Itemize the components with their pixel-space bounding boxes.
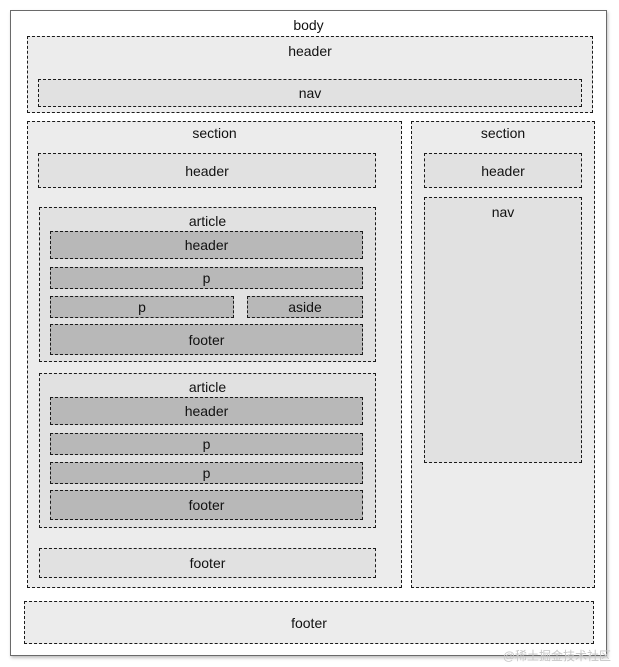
page-header-label: header: [288, 43, 332, 59]
main-section-header-box: header: [38, 153, 376, 188]
side-nav-box: nav: [424, 197, 582, 463]
article-1-footer-label: footer: [188, 331, 225, 348]
article-2-header-label: header: [184, 403, 229, 419]
article-1-p1-box: p: [50, 267, 363, 289]
article-2-p1-box: p: [50, 433, 363, 455]
article-1-p2-box: p: [50, 296, 234, 318]
article-1-header-box: header: [50, 231, 363, 259]
article-1-p2-label: p: [138, 299, 146, 315]
article-2-p2-label: p: [202, 465, 211, 481]
main-section-footer-label: footer: [189, 555, 226, 571]
watermark: @稀土掘金技术社区: [502, 649, 611, 663]
page-nav-label: nav: [298, 85, 322, 101]
side-section-label: section: [480, 125, 526, 141]
main-section-footer-box: footer: [39, 548, 376, 578]
side-section-header-box: header: [424, 153, 582, 188]
main-section-label: section: [192, 125, 237, 141]
main-section-header-label: header: [185, 162, 229, 179]
article-2-header-box: header: [50, 397, 363, 425]
article-2-footer-box: footer: [50, 490, 363, 520]
side-nav-label: nav: [491, 204, 515, 220]
article-1-header-label: header: [184, 237, 229, 253]
article-2-label: article: [188, 379, 227, 395]
aside-box: aside: [247, 296, 363, 318]
page-footer-label: footer: [291, 614, 327, 631]
article-2-p1-label: p: [202, 436, 211, 452]
page-footer-box: footer: [24, 601, 594, 644]
side-section-header-label: header: [481, 162, 525, 179]
body-label: body: [293, 17, 324, 33]
article-2-footer-label: footer: [188, 497, 225, 513]
page-nav-box: nav: [38, 79, 582, 107]
aside-label: aside: [288, 299, 322, 315]
article-1-label: article: [188, 213, 227, 229]
article-1-p1-label: p: [202, 270, 211, 286]
article-2-p2-box: p: [50, 462, 363, 484]
article-1-footer-box: footer: [50, 324, 363, 355]
